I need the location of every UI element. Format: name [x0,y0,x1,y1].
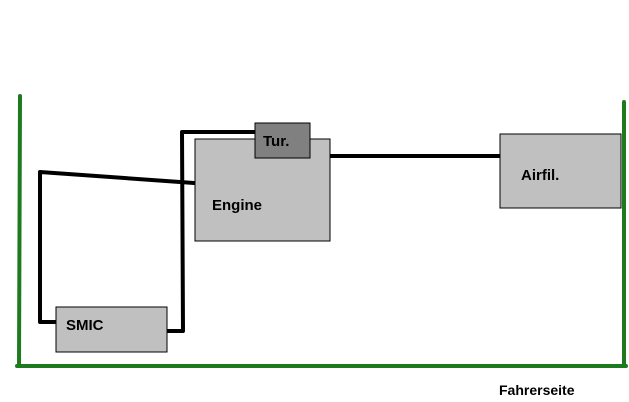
turbo-label: Tur. [263,133,289,150]
smic-label: SMIC [66,317,104,334]
frame-left-wall [17,94,22,368]
driver-side-caption: Fahrerseite [499,382,575,398]
pipe-turbo-to-smic [166,130,258,333]
pipe-smic-to-engine [38,170,196,324]
smic-box [55,306,168,353]
engine-label: Engine [212,197,262,214]
engine-bay-frame [15,94,628,368]
turbo-block: Tur. [254,122,311,159]
smic-block: SMIC [55,306,168,353]
pipes [38,130,502,333]
turbo-box [254,122,311,159]
air-filter-label: Airfil. [521,167,559,184]
air-filter-box [499,133,622,209]
air-filter-block: Airfil. [499,133,622,209]
